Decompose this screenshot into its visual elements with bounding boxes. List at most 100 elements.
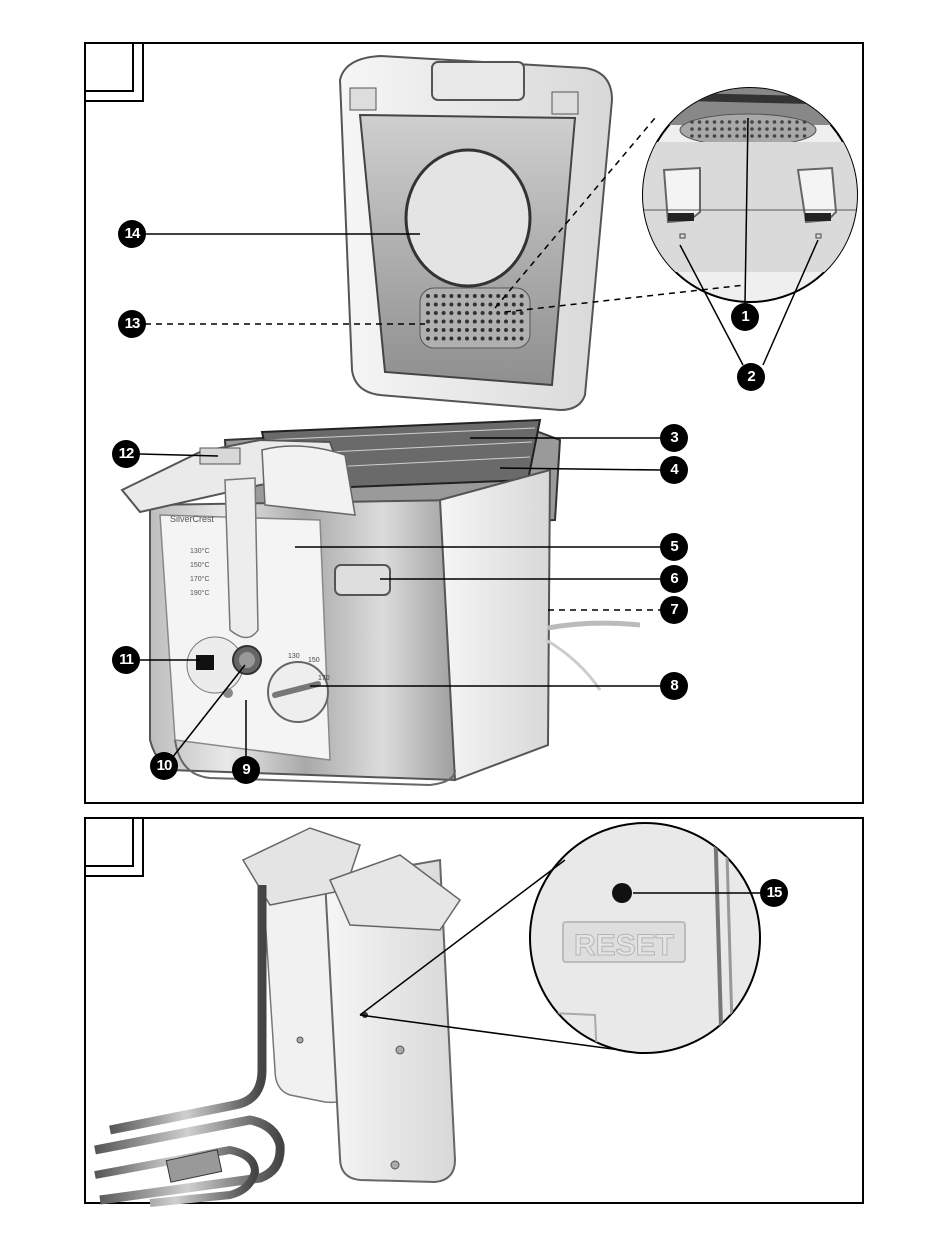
filter-hole <box>803 127 807 131</box>
filter-hole <box>780 127 784 131</box>
figure-2-number-box <box>85 818 133 866</box>
filter-hole <box>698 134 702 138</box>
grille-hole <box>457 311 461 315</box>
filter-hole <box>788 127 792 131</box>
grille-hole <box>504 328 508 332</box>
grille-hole <box>481 294 485 298</box>
filter-hole <box>743 127 747 131</box>
grille-hole <box>434 303 438 307</box>
grille-hole <box>496 320 500 324</box>
lid-latch <box>432 62 524 100</box>
filter-hole <box>713 134 717 138</box>
filter-hole <box>698 120 702 124</box>
grille-hole <box>442 328 446 332</box>
grille-hole <box>481 320 485 324</box>
grille-hole <box>520 337 524 341</box>
callout-15: 15 <box>760 879 788 907</box>
hinge-right <box>552 92 578 114</box>
callout-8: 8 <box>660 672 688 700</box>
grille-hole <box>465 328 469 332</box>
grille-hole <box>488 303 492 307</box>
callout-12: 12 <box>112 440 140 468</box>
grille-hole <box>449 328 453 332</box>
grille-hole <box>473 328 477 332</box>
temp-row-2: 150°C <box>190 561 210 569</box>
callout-7: 7 <box>660 596 688 624</box>
grille-hole <box>426 294 430 298</box>
filter-hole <box>735 127 739 131</box>
grille-hole <box>442 320 446 324</box>
grille-hole <box>457 320 461 324</box>
filter-hole <box>780 120 784 124</box>
filter-hole <box>795 120 799 124</box>
grille-hole <box>473 294 477 298</box>
filter-hole <box>773 134 777 138</box>
filter-hole <box>750 127 754 131</box>
filter-hole <box>735 134 739 138</box>
grille-hole <box>465 320 469 324</box>
grille-hole <box>442 337 446 341</box>
grille-hole <box>457 337 461 341</box>
grille-hole <box>512 337 516 341</box>
grille-hole <box>512 294 516 298</box>
deep-fryer-illustration: SilverCrest 130°C 150°C 170°C 190°C 130 … <box>122 56 640 785</box>
filter-hole <box>713 127 717 131</box>
filter-hole <box>765 120 769 124</box>
grille-hole <box>434 294 438 298</box>
temp-row-3: 170°C <box>190 575 210 583</box>
power-switch[interactable] <box>196 655 214 670</box>
grille-hole <box>473 337 477 341</box>
grille-hole <box>449 337 453 341</box>
filter-hole <box>773 127 777 131</box>
filter-hole <box>728 127 732 131</box>
callout-10: 10 <box>150 752 178 780</box>
filter-hole <box>765 134 769 138</box>
heating-element-illustration <box>95 828 460 1203</box>
filter-hole <box>720 127 724 131</box>
grille-hole <box>488 294 492 298</box>
grille-hole <box>449 320 453 324</box>
filter-hole <box>750 134 754 138</box>
filter-hole <box>705 127 709 131</box>
filter-hole <box>743 120 747 124</box>
reset-label: RESET <box>574 929 674 962</box>
grille-hole <box>449 294 453 298</box>
grille-hole <box>504 303 508 307</box>
grille-hole <box>426 337 430 341</box>
temp-row-4: 190°C <box>190 589 210 597</box>
grille-hole <box>481 328 485 332</box>
filter-hole <box>690 134 694 138</box>
filter-hole <box>795 134 799 138</box>
filter-hole <box>743 134 747 138</box>
grille-hole <box>426 320 430 324</box>
grille-hole <box>481 337 485 341</box>
filter-hole <box>795 127 799 131</box>
grille-hole <box>457 303 461 307</box>
filter-hole <box>713 120 717 124</box>
figure-2-frame <box>85 818 863 1203</box>
viewing-window <box>406 150 530 286</box>
grille-hole <box>434 337 438 341</box>
grille-hole <box>481 311 485 315</box>
filter-hole <box>803 134 807 138</box>
filter-hole <box>788 134 792 138</box>
temp-row-1: 130°C <box>190 547 210 555</box>
hinge-left <box>350 88 376 110</box>
grille-hole <box>465 311 469 315</box>
grille-hole <box>442 303 446 307</box>
grille-hole <box>520 320 524 324</box>
grille-hole <box>434 320 438 324</box>
callout-13: 13 <box>118 310 146 338</box>
grille-hole <box>457 328 461 332</box>
grille-hole <box>512 311 516 315</box>
filter-hole <box>780 134 784 138</box>
filter-hole <box>720 120 724 124</box>
grille-hole <box>520 311 524 315</box>
filter-hole <box>690 127 694 131</box>
filter-hole <box>705 120 709 124</box>
grille-hole <box>496 337 500 341</box>
reset-button[interactable] <box>612 883 632 903</box>
grille-hole <box>473 320 477 324</box>
grille-hole <box>512 328 516 332</box>
